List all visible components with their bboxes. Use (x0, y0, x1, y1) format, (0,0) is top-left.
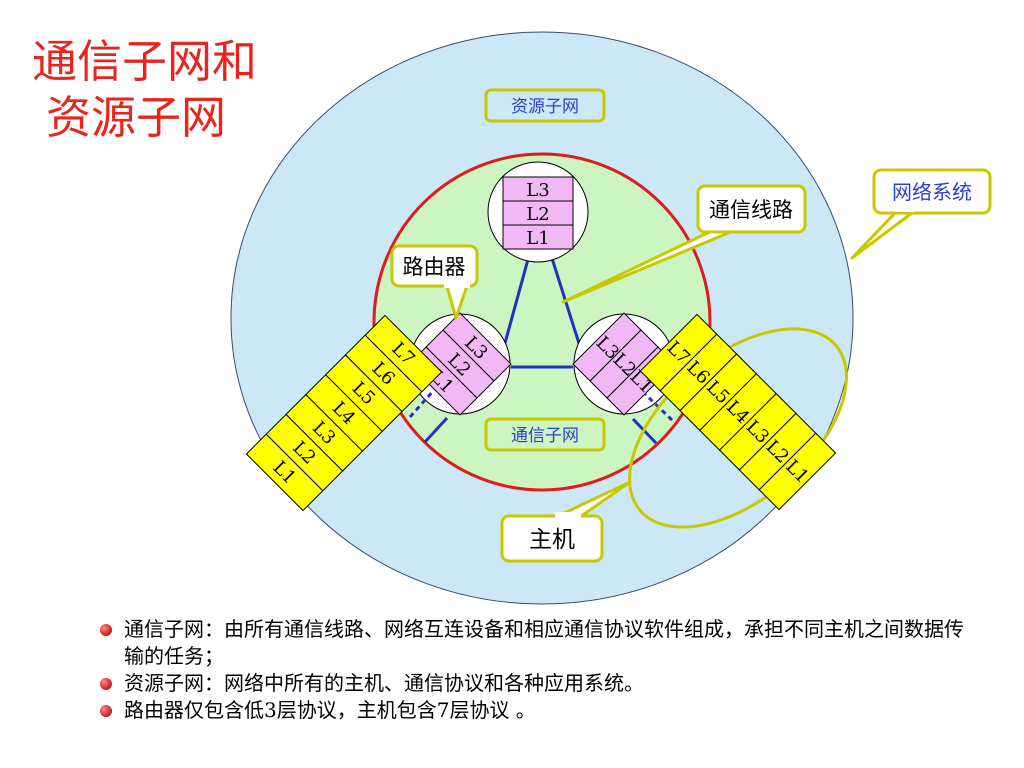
bullet-item: 资源子网：网络中所有的主机、通信协议和各种应用系统。 (100, 670, 980, 697)
host-left: L7 L6 L5 L4 L3 L2 L1 (245, 314, 443, 512)
bullet-dot-icon (100, 705, 112, 717)
bullet-text: 通信子网：由所有通信线路、网络互连设备和相应通信协议软件组成，承担不同主机之间数… (124, 617, 964, 668)
router-layer-label: L2 (526, 204, 549, 225)
bullet-dot-icon (100, 678, 112, 690)
slide-title-line1: 通信子网和 (32, 35, 258, 88)
host-left-stack: L7 L6 L5 L4 L3 L2 L1 (245, 314, 443, 512)
slide-title-line2: 资源子网 (46, 91, 227, 144)
host-right: L7 L6 L5 L4 L3 L2 L1 (639, 313, 837, 511)
router-layer-label: L1 (526, 228, 549, 249)
bullet-item: 路由器仅包含低3层协议，主机包含7层协议 。 (100, 697, 980, 724)
router-layer-label: L3 (526, 180, 549, 201)
comm-line-callout: 通信线路 (561, 184, 807, 304)
resource-subnet-text: 资源子网 (511, 97, 579, 117)
network-diagram: 资源子网 通信子网 网络系统 通信线路 L3 L2 L1 (230, 31, 992, 605)
router-right: L3 L2 L1 (572, 312, 676, 416)
host-text: 主机 (529, 527, 575, 553)
comm-subnet-label: 通信子网 (484, 417, 606, 452)
slide-title: 通信子网和 资源子网 (32, 34, 322, 146)
resource-subnet-label: 资源子网 (484, 88, 606, 123)
router-text: 路由器 (403, 255, 466, 279)
comm-line-text: 通信线路 (709, 198, 793, 222)
comm-subnet-text: 通信子网 (511, 426, 579, 446)
bullet-text: 路由器仅包含低3层协议，主机包含7层协议 。 (124, 698, 536, 722)
network-system-text: 网络系统 (892, 180, 972, 204)
bullet-text: 资源子网：网络中所有的主机、通信协议和各种应用系统。 (124, 671, 644, 695)
bullet-dot-icon (100, 624, 112, 636)
host-callout: 主机 (500, 480, 632, 563)
bullet-item: 通信子网：由所有通信线路、网络互连设备和相应通信协议软件组成，承担不同主机之间数… (100, 616, 980, 670)
host-right-stack: L7 L6 L5 L4 L3 L2 L1 (639, 313, 837, 511)
network-system-callout: 网络系统 (850, 168, 992, 260)
link-top-right (548, 251, 585, 357)
router-top: L3 L2 L1 (487, 161, 589, 263)
bullet-list: 通信子网：由所有通信线路、网络互连设备和相应通信协议软件组成，承担不同主机之间数… (100, 616, 980, 724)
router-callout: 路由器 (390, 244, 479, 320)
router-top-stack: L3 L2 L1 (502, 176, 574, 250)
